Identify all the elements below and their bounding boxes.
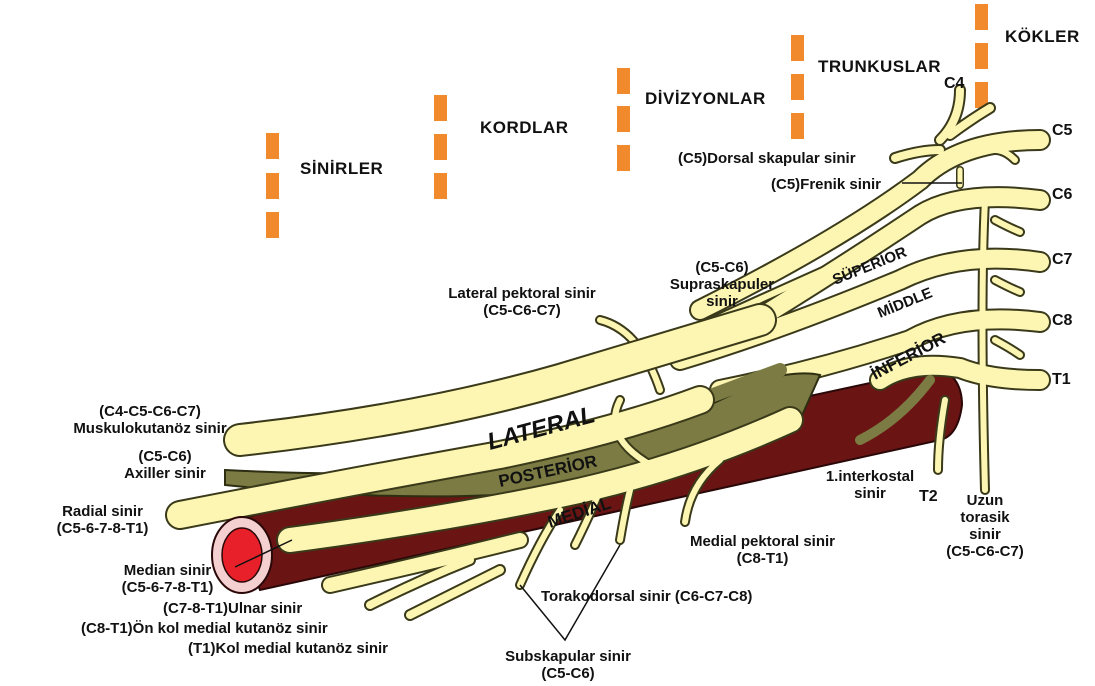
subskapular-line2: (C5-C6): [493, 665, 643, 682]
root-c7-label: C7: [1052, 251, 1072, 268]
uzun-torasik-line1: Uzun: [935, 492, 1035, 509]
axiller-line1: (C5-C6): [110, 448, 220, 465]
medial-pektoral-line2: (C8-T1): [675, 550, 850, 567]
marker-trunkus-1: [791, 35, 804, 61]
supraskapuler-line2: sinir: [668, 293, 776, 310]
root-c4-label: C4: [944, 75, 964, 92]
marker-kok-1: [975, 4, 988, 30]
uzun-torasik-line3: sinir: [935, 526, 1035, 543]
marker-trunkus-2: [791, 74, 804, 100]
interkostal-line1: 1.interkostal: [815, 468, 925, 485]
median-line2: (C5-6-7-8-T1): [105, 579, 230, 596]
root-c6-label: C6: [1052, 186, 1072, 203]
header-kordlar: KORDLAR: [480, 119, 569, 136]
label-supraskapuler: (C5-C6) Supraskapuler sinir: [668, 259, 776, 310]
root-t1-label: T1: [1052, 371, 1071, 388]
root-c5-label: C5: [1052, 122, 1072, 139]
marker-kordlar-1: [434, 95, 447, 121]
header-trunkuslar: TRUNKUSLAR: [818, 58, 941, 75]
uzun-torasik-line4: (C5-C6-C7): [935, 543, 1035, 560]
label-interkostal: 1.interkostal sinir: [815, 468, 925, 502]
label-ulnar: (C7-8-T1)Ulnar sinir: [163, 600, 302, 617]
label-frenik: (C5)Frenik sinir: [771, 176, 881, 193]
marker-kordlar-3: [434, 173, 447, 199]
marker-sinirler-1: [266, 133, 279, 159]
label-lateral-pektoral: Lateral pektoral sinir (C5-C6-C7): [432, 285, 612, 319]
marker-divizyon-2: [617, 106, 630, 132]
label-axiller: (C5-C6) Axiller sinir: [110, 448, 220, 482]
radial-line1: Radial sinir: [40, 503, 165, 520]
medial-pektoral-line1: Medial pektoral sinir: [675, 533, 850, 550]
axiller-line2: Axiller sinir: [110, 465, 220, 482]
label-median: Median sinir (C5-6-7-8-T1): [105, 562, 230, 596]
header-kokler: KÖKLER: [1005, 28, 1080, 45]
lateral-pektoral-line2: (C5-C6-C7): [432, 302, 612, 319]
label-onkol-medial: (C8-T1)Ön kol medial kutanöz sinir: [81, 620, 328, 637]
label-subskapular: Subskapular sinir (C5-C6): [493, 648, 643, 682]
header-sinirler: SİNİRLER: [300, 160, 383, 177]
marker-sinirler-3: [266, 212, 279, 238]
label-muskulokutanoz: (C4-C5-C6-C7) Muskulokutanöz sinir: [55, 403, 245, 437]
label-kol-medial: (T1)Kol medial kutanöz sinir: [188, 640, 388, 657]
marker-kordlar-2: [434, 134, 447, 160]
label-medial-pektoral: Medial pektoral sinir (C8-T1): [675, 533, 850, 567]
marker-divizyon-1: [617, 68, 630, 94]
marker-trunkus-3: [791, 113, 804, 139]
label-radial: Radial sinir (C5-6-7-8-T1): [40, 503, 165, 537]
root-c8-label: C8: [1052, 312, 1072, 329]
label-dorsal-skapular: (C5)Dorsal skapular sinir: [678, 150, 856, 167]
label-torakodorsal: Torakodorsal sinir (C6-C7-C8): [541, 588, 752, 605]
uzun-torasik-line2: torasik: [935, 509, 1035, 526]
label-uzun-torasik: Uzun torasik sinir (C5-C6-C7): [935, 492, 1035, 560]
marker-sinirler-2: [266, 173, 279, 199]
supraskapuler-line1: Supraskapuler: [668, 276, 776, 293]
header-divizyonlar: DİVİZYONLAR: [645, 90, 766, 107]
supraskapuler-roots: (C5-C6): [668, 259, 776, 276]
subskapular-line1: Subskapular sinir: [493, 648, 643, 665]
lateral-pektoral-line1: Lateral pektoral sinir: [432, 285, 612, 302]
interkostal-line2: sinir: [815, 485, 925, 502]
marker-divizyon-3: [617, 145, 630, 171]
radial-line2: (C5-6-7-8-T1): [40, 520, 165, 537]
muskulokutanoz-line2: Muskulokutanöz sinir: [55, 420, 245, 437]
marker-kok-2: [975, 43, 988, 69]
muskulokutanoz-line1: (C4-C5-C6-C7): [55, 403, 245, 420]
median-line1: Median sinir: [105, 562, 230, 579]
